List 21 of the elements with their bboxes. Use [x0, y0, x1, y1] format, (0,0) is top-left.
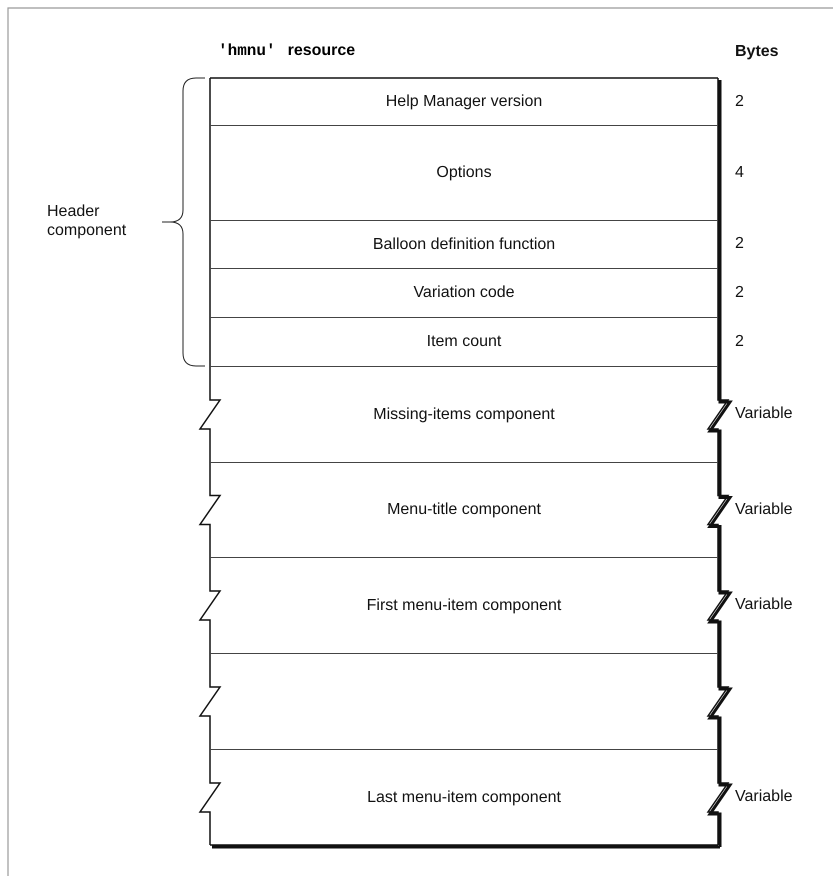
field-row: Help Manager version: [210, 78, 718, 125]
field-row: Menu-title component: [210, 462, 718, 557]
diagram-title: 'hmnu' resource: [218, 42, 356, 60]
byte-size-label: Variable: [735, 500, 793, 519]
byte-size-label: 2: [735, 234, 744, 254]
byte-size-label: 4: [735, 162, 744, 182]
byte-size-label: 2: [735, 282, 744, 302]
bracket-label: Header component: [47, 202, 128, 240]
field-row: Variation code: [210, 268, 718, 317]
field-row: Balloon definition function: [210, 220, 718, 268]
field-row: Item count: [210, 317, 718, 366]
byte-size-label: 2: [735, 92, 744, 111]
field-row: Missing-items component: [210, 366, 718, 462]
byte-size-label: Variable: [735, 787, 793, 806]
byte-size-label: 2: [735, 332, 744, 351]
field-row: Last menu-item component: [210, 749, 718, 845]
field-row: Options: [210, 125, 718, 220]
byte-size-label: Variable: [735, 404, 793, 424]
column-heading: Bytes: [735, 42, 779, 62]
byte-size-label: Variable: [735, 595, 793, 614]
field-row: First menu-item component: [210, 557, 718, 653]
